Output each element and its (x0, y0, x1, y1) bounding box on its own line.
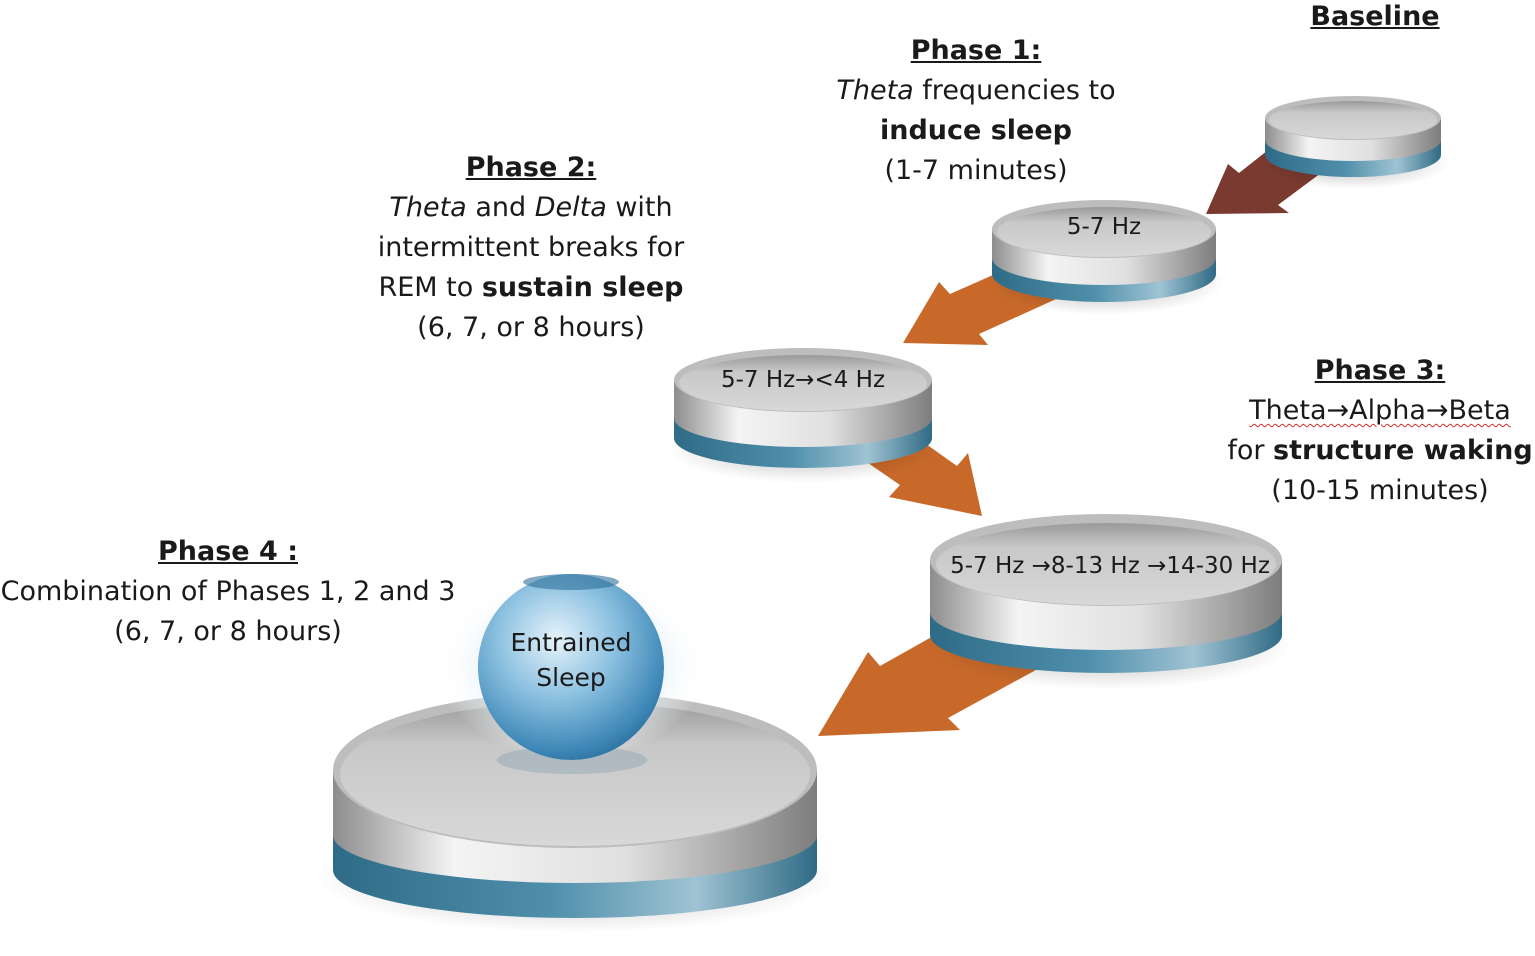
baseline-label: Baseline (1300, 0, 1450, 37)
phase2-line2-text: intermittent breaks for (377, 232, 685, 263)
phase1-induce-sleep: induce sleep (879, 115, 1073, 146)
phase3-for-text: for (1227, 435, 1274, 466)
phase1-duration: (1-7 minutes) (884, 155, 1068, 186)
phase4-title: Phase 4 : (158, 536, 298, 567)
phase1-line1-text: frequencies to (913, 75, 1116, 106)
phase1-theta-text: Theta (836, 75, 914, 106)
orb-label-line2: Sleep (536, 663, 605, 692)
phase3-title: Phase 3: (1314, 355, 1446, 386)
phase2-with-text: with (606, 192, 673, 223)
phase2-title: Phase 2: (465, 152, 597, 183)
entrained-sleep-orb: Entrained Sleep (437, 570, 707, 774)
orb-label-line1: Entrained (510, 628, 631, 657)
phase1-frequency: 5-7 Hz (1067, 214, 1141, 240)
phase3-band-sequence: Theta→Alpha→Beta (1249, 395, 1511, 426)
phase2-delta-text: Delta (534, 192, 607, 223)
phase1-label: Phase 1: Theta frequencies to induce sle… (806, 31, 1146, 191)
phase2-theta-text: Theta (389, 192, 467, 223)
phase2-duration: (6, 7, or 8 hours) (417, 312, 645, 343)
phase3-frequency: 5-7 Hz →8-13 Hz →14-30 Hz (950, 553, 1270, 579)
phase2-label: Phase 2: Theta and Delta with intermitte… (356, 148, 706, 348)
phase2-rem-text: REM to (378, 272, 482, 303)
disk-phase1: 5-7 Hz (985, 200, 1225, 315)
phase4-combination-text: Combination of Phases 1, 2 and 3 (0, 576, 456, 607)
phase1-title: Phase 1: (910, 35, 1042, 66)
phase3-label: Phase 3: Theta→Alpha→Beta for structure … (1225, 351, 1535, 511)
phase4-label: Phase 4 : Combination of Phases 1, 2 and… (0, 532, 456, 652)
phase3-duration: (10-15 minutes) (1271, 475, 1489, 506)
disk-phase2: 5-7 Hz→<4 Hz (667, 348, 943, 483)
phase2-and-text: and (466, 192, 535, 223)
disk-phase4 (315, 692, 835, 933)
phase2-frequency: 5-7 Hz→<4 Hz (721, 367, 885, 393)
phase4-duration: (6, 7, or 8 hours) (114, 616, 342, 647)
phase3-structure-waking: structure waking (1273, 435, 1533, 466)
disk-phase3: 5-7 Hz →8-13 Hz →14-30 Hz (923, 514, 1293, 690)
disk-baseline (1260, 96, 1450, 189)
phase2-sustain-sleep: sustain sleep (481, 272, 684, 303)
baseline-title: Baseline (1310, 1, 1440, 32)
